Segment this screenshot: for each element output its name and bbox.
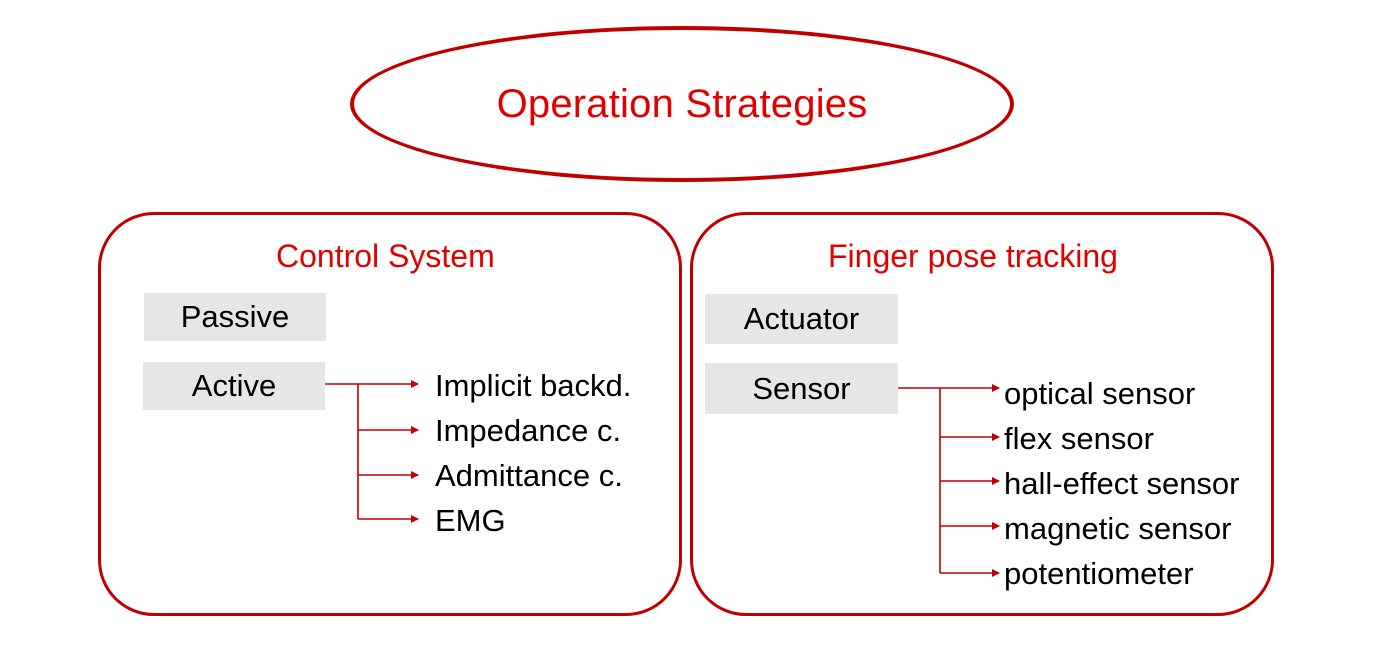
finger-pose-tracking-panel — [690, 212, 1274, 616]
finger-pose-tracking-title: Finger pose tracking — [828, 238, 1118, 274]
passive-box: Passive — [144, 293, 326, 341]
control-system-panel — [98, 212, 682, 616]
control-system-title: Control System — [276, 238, 495, 274]
actuator-box: Actuator — [705, 294, 898, 344]
branch-implicit-backd: Implicit backd. — [435, 368, 632, 403]
branch-potentiometer: potentiometer — [1004, 556, 1194, 591]
branch-impedance-c: Impedance c. — [435, 413, 622, 448]
branch-flex-sensor: flex sensor — [1004, 421, 1154, 456]
diagram-title: Operation Strategies — [496, 81, 868, 126]
branch-magnetic-sensor: magnetic sensor — [1004, 511, 1232, 546]
branch-admittance-c: Admittance c. — [435, 458, 623, 493]
sensor-box: Sensor — [705, 363, 898, 414]
branch-emg: EMG — [435, 503, 506, 538]
branch-optical-sensor: optical sensor — [1004, 376, 1196, 411]
title-ellipse: Operation Strategies — [350, 26, 1014, 182]
branch-hall-effect-sensor: hall-effect sensor — [1004, 466, 1240, 501]
active-box: Active — [143, 362, 325, 410]
